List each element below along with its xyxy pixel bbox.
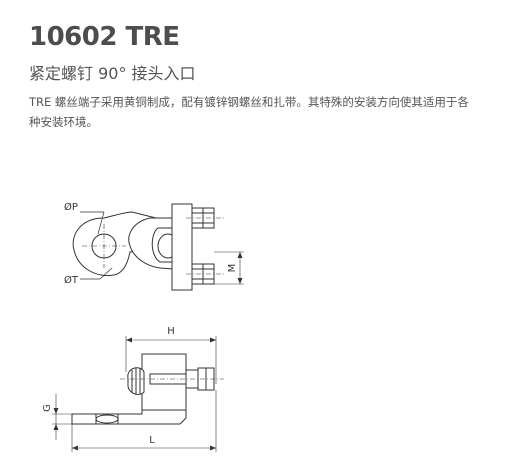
side-view-drawing: [52, 336, 224, 452]
label-dim-h: H: [167, 326, 175, 337]
label-dim-l: L: [149, 435, 155, 446]
label-diameter-p: ØP: [64, 201, 78, 213]
product-subtitle: 紧定螺钉 90° 接头入口: [29, 64, 196, 83]
top-view-drawing: [72, 203, 244, 291]
product-title: 10602 TRE: [29, 22, 180, 52]
label-diameter-t: ØT: [64, 274, 79, 286]
label-dim-m: M: [227, 264, 238, 273]
label-dim-g: G: [42, 404, 53, 412]
product-description: TRE 螺丝端子采用黄铜制成，配有镀锌钢螺丝和扎带。其特殊的安装方向使其适用于各…: [29, 95, 469, 129]
